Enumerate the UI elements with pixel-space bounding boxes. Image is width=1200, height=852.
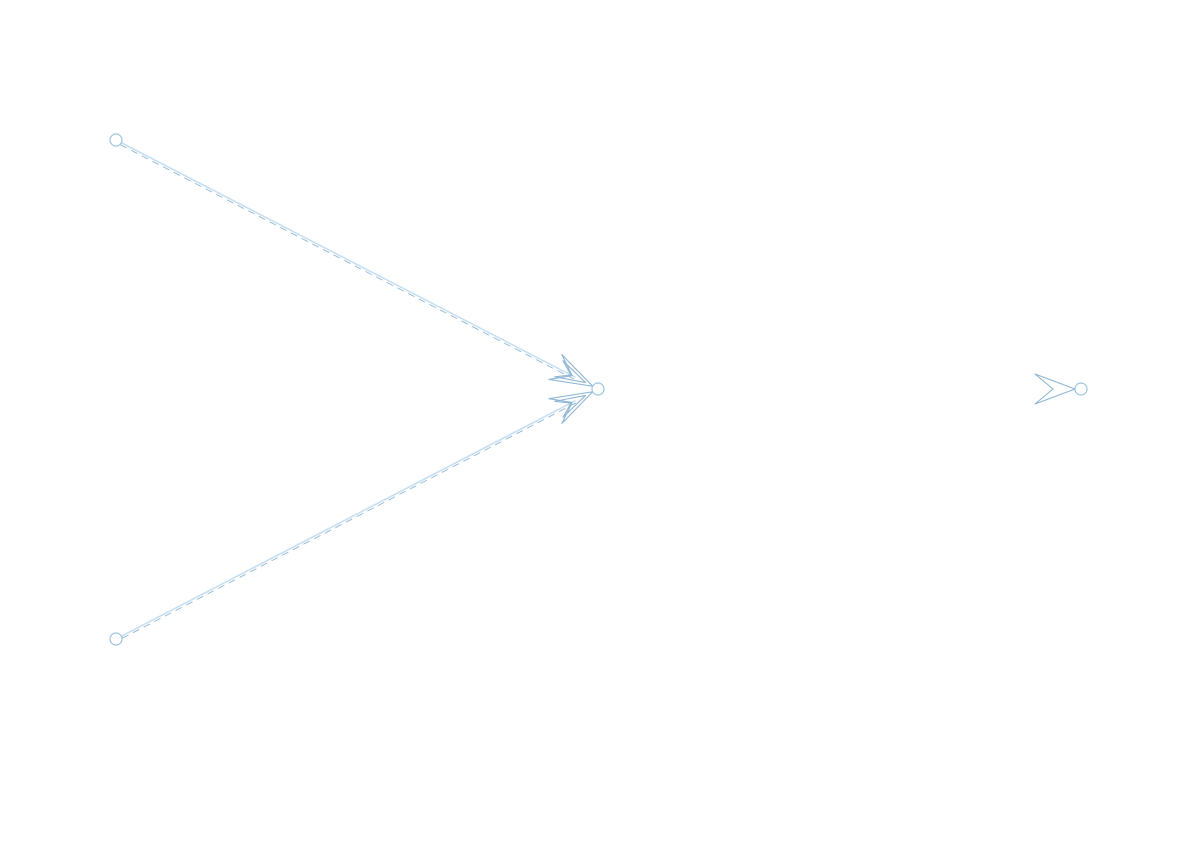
edges-layer [120,141,1076,639]
arrow-head [554,394,587,418]
node-n1[interactable] [109,133,123,147]
edge-n1-n3 [120,141,594,387]
arrow-head [548,353,594,387]
nodes-layer [109,133,1088,646]
arrow-head [548,391,594,425]
node-n3[interactable] [591,382,605,396]
edge-dash [120,144,575,380]
arrow-head [1034,373,1076,405]
node-n4[interactable] [1074,382,1088,396]
edge-line [120,141,576,378]
node-n2[interactable] [109,632,123,646]
arrow-head [554,360,587,384]
edge-n4-n4 [1034,373,1076,405]
edge-dash [122,402,577,639]
edge-line [120,400,576,638]
edge-n2-n3 [120,391,594,639]
